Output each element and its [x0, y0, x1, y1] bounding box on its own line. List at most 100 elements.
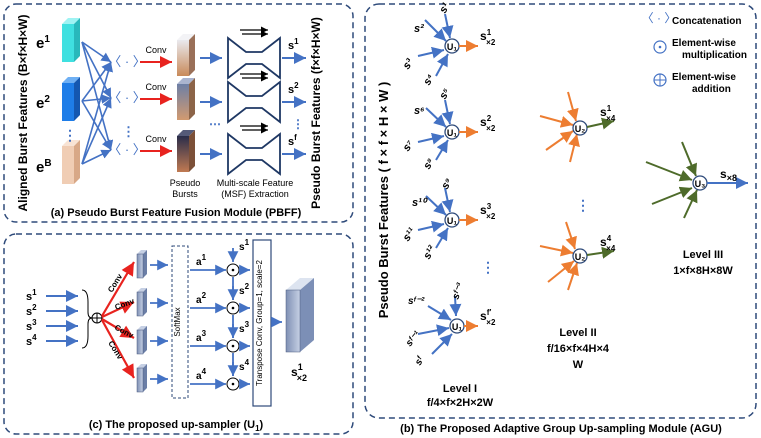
up-to-transpose-arrows	[239, 264, 250, 390]
up-in-s4: s4	[26, 333, 37, 348]
agu-level3-shape: 1×f×8H×8W	[673, 265, 733, 277]
agu-level2-node-2: U₂ s4×4	[539, 221, 616, 291]
svg-text:s⁷: s⁷	[401, 138, 417, 154]
svg-text:s¹²: s¹²	[421, 244, 438, 262]
svg-text:U₃: U₃	[695, 179, 706, 189]
upsampler-panel	[3, 233, 354, 435]
pbff-msf-label-2: (MSF) Extraction	[221, 189, 289, 199]
svg-text:s2×2: s2×2	[480, 114, 496, 133]
up-a2: a2	[196, 291, 207, 306]
svg-text:s3×2: s3×2	[480, 202, 496, 221]
up-in-s1: s1	[26, 288, 37, 303]
pbff-input-dots: ⋮	[63, 127, 77, 143]
pbff-e1-label: e1	[36, 34, 50, 52]
agu-level1-group-1: U₁ s² s¹ s³ s⁴ s1×2	[401, 1, 496, 88]
pbff-concat-2: 〈 · 〉	[108, 90, 146, 105]
agu-level2-node-1: U₂ s1×4	[539, 91, 616, 163]
pbff-conv-label-f: Conv	[145, 134, 167, 144]
legend-concat-symbol: 〈 · 〉	[642, 11, 677, 25]
agu-level1-shape: f/4×f×2H×2W	[427, 397, 494, 409]
agu-level3-title: Level III	[683, 249, 723, 261]
pbff-msf-dots: ⋯	[209, 117, 221, 131]
up-weight-arrows	[190, 248, 239, 390]
up-side-s4: s4	[239, 358, 250, 373]
up-conv-label-2: Conv	[114, 296, 136, 311]
up-feature-maps	[136, 250, 147, 393]
legend-add-label: Element-wise	[672, 72, 736, 83]
up-concat-brace	[81, 289, 93, 349]
pbff-panel	[3, 3, 354, 223]
up-mult-dots	[231, 268, 235, 386]
pbff-msf-label: Multi-scale Feature	[217, 178, 294, 188]
agu-level3-node: U₃ s×8	[645, 141, 748, 219]
agu-caption: (b) The Proposed Adaptive Group Up-sampl…	[400, 423, 722, 435]
svg-text:s×8: s×8	[720, 167, 737, 183]
svg-text:sf′×2: sf′×2	[480, 308, 496, 327]
pbff-input-e2	[62, 77, 80, 121]
agu-level1-dots: ⋮	[481, 259, 495, 275]
agu-level2-shape-2: W	[573, 359, 584, 371]
svg-text:s⁸: s⁸	[421, 156, 437, 172]
svg-text:s³: s³	[401, 57, 417, 72]
pbff-caption: (a) Pseudo Burst Feature Fusion Module (…	[51, 207, 302, 219]
up-side-s3: s3	[239, 320, 250, 335]
agu-level1-group-f: U₁ sᶠ⁻² sᶠ⁻³ sᶠ⁻¹ sᶠ sf′×2	[404, 281, 496, 367]
svg-text:U₁: U₁	[447, 42, 457, 52]
pbff-out-sf: sf	[288, 133, 297, 148]
up-transpose-label: Transpose Conv, Group=1, scale=2	[255, 260, 264, 386]
pbff-input-e1	[62, 18, 80, 62]
svg-text:s⁵: s⁵	[437, 86, 453, 102]
pbff-concat-1: 〈 · 〉	[108, 54, 146, 69]
up-a4: a4	[196, 367, 207, 382]
msf-block-f	[227, 132, 281, 176]
svg-text:s¹⁰: s¹⁰	[412, 197, 429, 209]
svg-text:U₁: U₁	[452, 322, 462, 332]
agu-level1-title: Level I	[443, 383, 477, 395]
agu-level2-dots: ⋮	[576, 197, 590, 213]
up-output-cube	[285, 278, 314, 353]
pbff-fan-lines	[81, 41, 114, 165]
agu-level1-group-3: U₁ s¹⁰ s⁹ s¹¹ s¹² s3×2	[401, 176, 496, 262]
svg-text:s¹: s¹	[437, 1, 452, 16]
svg-text:s1×4: s1×4	[600, 104, 616, 123]
svg-text:s4×4: s4×4	[600, 234, 616, 253]
agu-level2-shape: f/16×f×4H×4	[547, 343, 610, 355]
pbff-conv-label-2: Conv	[145, 82, 167, 92]
pbff-eB-label: eB	[36, 158, 52, 176]
svg-text:s⁴: s⁴	[421, 72, 437, 88]
up-side-s2: s2	[239, 282, 250, 297]
up-output-label: s1×2	[291, 362, 307, 383]
agu-axis-label: Pseudo Burst Features ( f × f × H × W )	[376, 82, 391, 319]
up-in-s2: s2	[26, 303, 37, 318]
pbff-out-s1: s1	[288, 37, 299, 52]
svg-text:sᶠ⁻²: sᶠ⁻²	[408, 296, 425, 307]
pbff-pseudo-burst-2	[177, 78, 195, 120]
pbff-input-eB	[62, 140, 80, 184]
up-to-softmax-arrows	[150, 259, 168, 385]
pbff-msf-multi-arrows	[240, 26, 268, 134]
pbff-concat-dots: ⋮	[122, 124, 135, 139]
agu-level2-title: Level II	[559, 327, 596, 339]
up-softmax-box	[171, 245, 189, 399]
svg-text:s²: s²	[414, 23, 424, 35]
svg-text:U₁: U₁	[447, 128, 457, 138]
up-input-arrows	[46, 290, 78, 347]
svg-text:sᶠ: sᶠ	[413, 354, 427, 368]
pbff-right-axis-label: Pseudo Burst Features (f×f×H×W)	[309, 17, 323, 209]
svg-text:s¹¹: s¹¹	[401, 226, 419, 244]
pbff-conv-label-1: Conv	[145, 45, 167, 55]
svg-text:s⁹: s⁹	[439, 176, 455, 192]
pbff-msf-blocks	[227, 36, 281, 176]
legend-multiply-label-2: multiplication	[682, 50, 747, 61]
svg-text:U₁: U₁	[447, 216, 457, 226]
pbff-concat-f: 〈 · 〉	[108, 142, 146, 157]
svg-text:sᶠ⁻³: sᶠ⁻³	[450, 281, 466, 301]
pbff-pseudo-bursts-label-2: Bursts	[172, 189, 198, 199]
svg-text:s⁶: s⁶	[414, 105, 425, 117]
pbff-out-dots: ⋮	[292, 117, 304, 131]
pbff-pseudo-burst-1	[177, 34, 195, 76]
upsampler-caption: (c) The proposed up-sampler (U1)	[89, 419, 264, 433]
msf-block-1	[227, 36, 281, 80]
